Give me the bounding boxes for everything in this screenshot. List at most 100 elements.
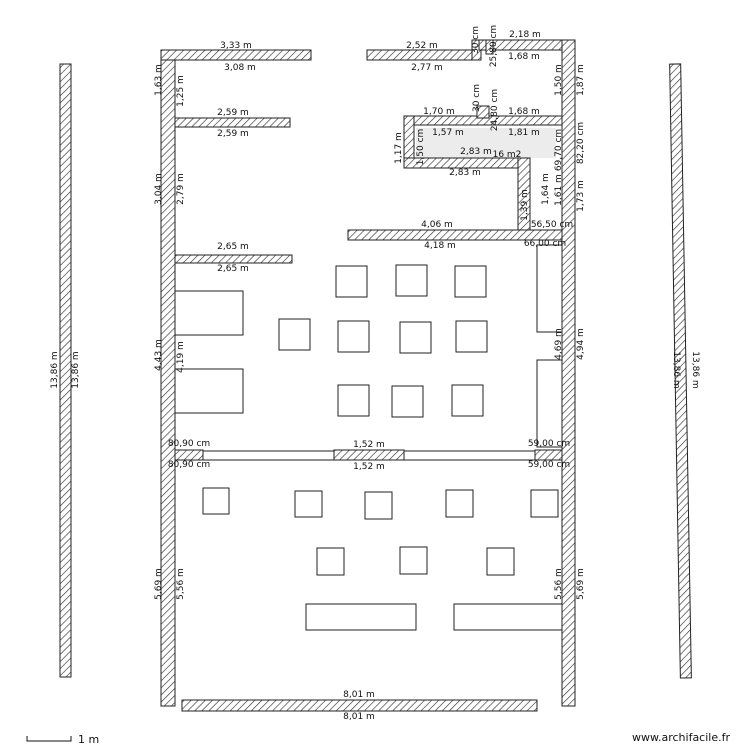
dimension-label: 1,17 m [394,132,404,164]
dimension-label: 4,18 m [424,241,456,251]
furniture-item [486,547,515,576]
dimension-label: 30 cm [472,84,482,112]
furniture-item [364,491,393,520]
dimension-label: 80,90 cm [168,439,210,449]
dimension-label: 4,69 m [554,328,564,360]
partition-glass-2 [403,450,536,461]
dimension-label: 2,77 m [411,63,443,73]
dimension-label: 1,87 m [576,64,586,96]
wall-room-notch [476,105,490,119]
dimension-label: 2,65 m [217,242,249,252]
dimension-label: 8,01 m [343,690,375,700]
dimension-label: 5,69 m [154,568,164,600]
dimension-label: 1,63 m [154,64,164,96]
dimension-label: 80,90 cm [168,460,210,470]
dimension-label: 3,08 m [224,63,256,73]
brand-link[interactable]: www.archifacile.fr [632,731,731,744]
wall-middle-horizontal [347,229,563,241]
wall-partition-left [174,449,204,461]
dimension-label: 1,25 m [176,75,186,107]
wall-bottom [181,699,538,712]
furniture-item [399,546,428,575]
dimension-label: 1,50 m [554,64,564,96]
furniture-item [455,320,488,353]
dimension-label: 2,52 m [406,41,438,51]
wall-partition-right [534,449,563,461]
furniture-item [395,264,428,297]
furniture-item [536,359,563,448]
room-area-label: 16 m2 [493,150,522,160]
dimension-label: 1,50 cm [416,129,426,166]
wall-partition-center [333,449,405,461]
dimension-label: 3,04 m [154,173,164,205]
furniture-item [530,489,559,518]
dimension-label: 2,59 m [217,129,249,139]
furniture-item [337,384,370,417]
dimension-label: 2,83 m [449,168,481,178]
dimension-label: 4,06 m [421,220,453,230]
dimension-label: 1,70 m [423,107,455,117]
furniture-item [337,320,370,353]
furniture-item [305,603,417,631]
furniture-item [278,318,311,351]
dimension-label: 3,33 m [220,41,252,51]
dimension-label: 25,80 cm [489,25,499,67]
dimension-label: 13,86 m [690,351,700,388]
furniture-item [335,265,368,298]
dimension-label: 4,94 m [576,328,586,360]
dimension-label: 2,18 m [509,30,541,40]
dimension-label: 56,50 cm [531,220,573,230]
wall-left [160,49,176,707]
dimension-label: 5,56 m [554,568,564,600]
furniture-item [536,244,563,333]
wall-top-left [160,49,312,61]
furniture-item [202,487,230,515]
dimension-label: 30 cm [471,26,481,54]
dimension-label: 13,86 m [50,351,60,388]
dimension-label: 1,64 m [541,173,551,205]
dimension-label: 1,61 m [554,174,564,206]
dimension-label: 24,80 cm [490,89,500,131]
wall-top-center [366,49,480,61]
furniture-item [174,290,244,336]
shaded-room [416,128,556,158]
furniture-item [399,321,432,354]
furniture-item [453,603,563,631]
wall-notch-inner [485,39,494,55]
dimension-label: 4,19 m [176,341,186,373]
dimension-label: 4,43 m [154,339,164,371]
dimension-label: 1,68 m [508,107,540,117]
wall-shelf-2 [174,254,293,264]
scale-label: 1 m [78,733,100,746]
wall-far-left [59,63,72,678]
dimension-label: 1,81 m [508,128,540,138]
dimension-label: 1,68 m [508,52,540,62]
furniture-item [445,489,474,518]
furniture-item [316,547,345,576]
dimension-label: 13,86 m [71,351,81,388]
dimension-label: 82,20 cm [576,122,586,164]
dimension-label: 5,69 m [576,568,586,600]
dimension-labels: 3,33 m 3,08 m 2,52 m 2,77 m 30 cm 25,80 … [50,25,700,722]
dimension-label: 2,65 m [217,264,249,274]
dimension-label: 1,52 m [353,462,385,472]
dimension-label: 13,86 m [671,351,681,388]
furniture-item [391,385,424,418]
partition-glass-1 [202,450,335,461]
dimension-label: 69,70 cm [554,129,564,171]
wall-far-right [669,63,692,679]
furniture [174,244,563,631]
dimension-label: 1,52 m [353,440,385,450]
furniture-item [454,265,487,298]
dimension-label: 1,39 m [520,189,530,221]
dimension-label: 8,01 m [343,712,375,722]
dimension-label: 1,73 m [576,180,586,212]
dimension-label: 2,83 m [460,147,492,157]
wall-shelf-1 [174,117,291,128]
dimension-label: 2,59 m [217,108,249,118]
dimension-label: 66,00 cm [524,239,566,249]
furniture-item [294,490,323,518]
scale-bar [26,736,72,742]
dimension-label: 1,57 m [432,128,464,138]
